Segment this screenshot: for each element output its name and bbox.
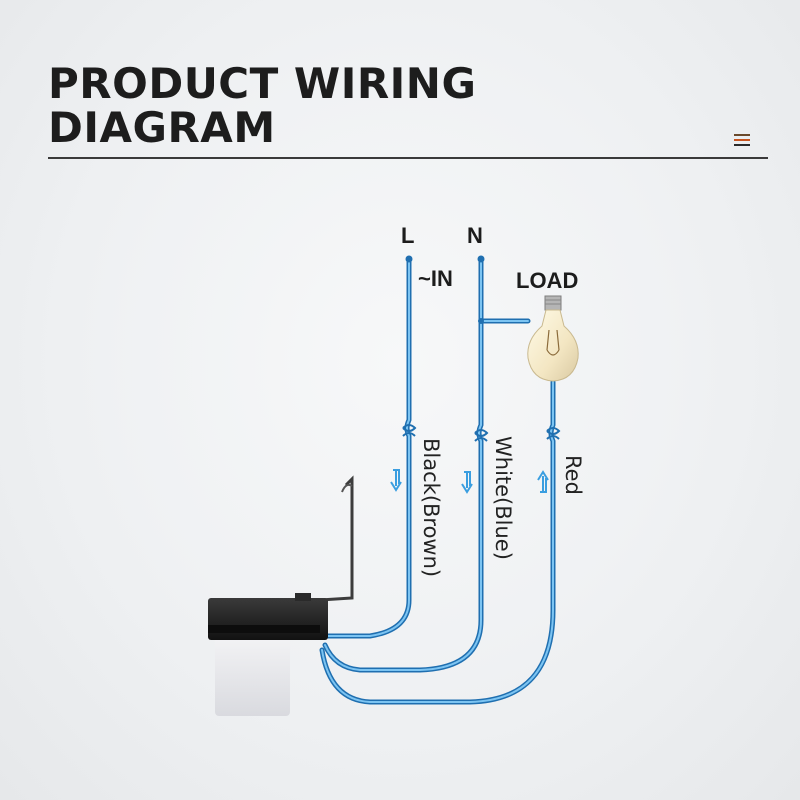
terminal-l-dot bbox=[405, 255, 413, 263]
wire-neutral bbox=[322, 256, 484, 673]
terminal-l-label: L bbox=[401, 223, 414, 248]
light-bulb-icon bbox=[527, 295, 579, 382]
wire-black-label: Black(Brown) bbox=[419, 438, 443, 577]
terminal-n-label: N bbox=[467, 223, 483, 248]
input-label: ~IN bbox=[418, 266, 453, 291]
menu-icon[interactable] bbox=[734, 134, 750, 146]
title-line-2: DIAGRAM bbox=[48, 103, 276, 152]
header: PRODUCT WIRING DIAGRAM bbox=[48, 62, 770, 159]
junction-dot bbox=[478, 318, 484, 324]
load-label: LOAD bbox=[516, 268, 578, 293]
flow-arrows bbox=[390, 469, 549, 494]
arrow-down-icon bbox=[390, 469, 402, 492]
page-title: PRODUCT WIRING DIAGRAM bbox=[48, 62, 770, 150]
terminal-n-dot bbox=[477, 255, 485, 263]
arrow-up-icon bbox=[537, 470, 549, 493]
photocell-sensor bbox=[208, 475, 354, 716]
wire-red-label: Red bbox=[561, 455, 585, 495]
wire-line bbox=[325, 256, 412, 639]
header-divider bbox=[48, 157, 768, 159]
wire-white-label: White(Blue) bbox=[491, 436, 515, 560]
arrow-down-icon bbox=[461, 471, 473, 494]
title-line-1: PRODUCT WIRING bbox=[48, 59, 477, 108]
wire-twists bbox=[402, 424, 561, 442]
